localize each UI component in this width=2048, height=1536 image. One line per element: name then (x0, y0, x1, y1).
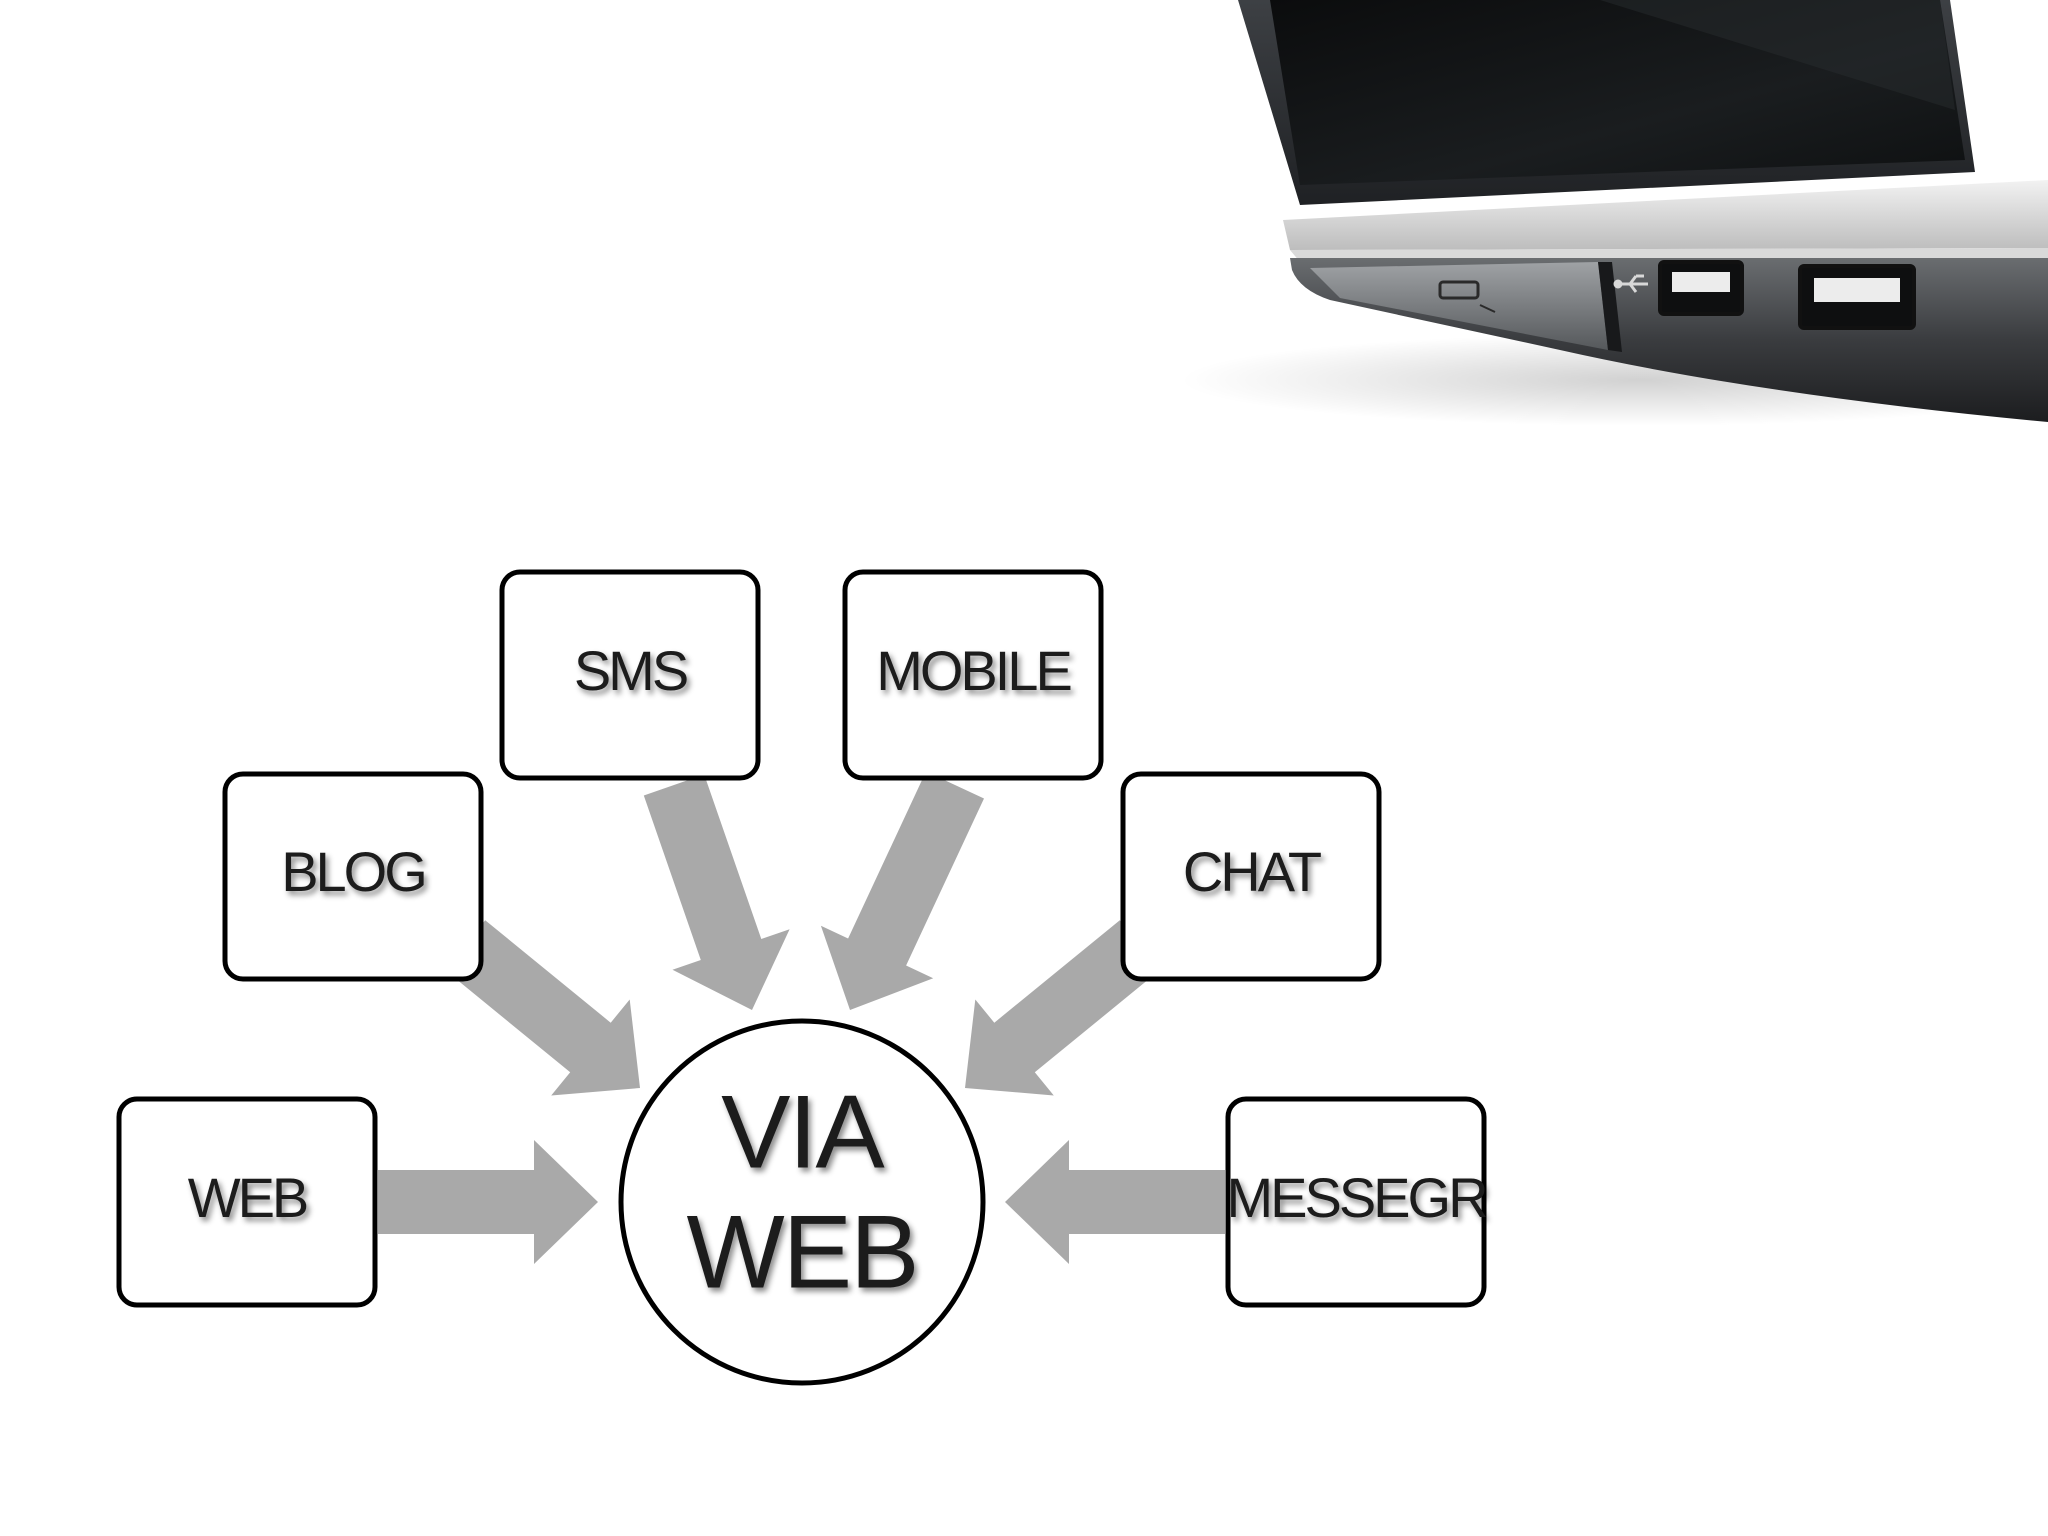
node-sms: SMS (499, 569, 761, 781)
center-node: VIA WEB (618, 1018, 986, 1386)
node-box (842, 569, 1104, 781)
arrow-chat-to-center (965, 920, 1161, 1096)
node-web: WEB (116, 1096, 378, 1308)
node-label-sms: SMS (574, 639, 687, 702)
node-box (1120, 771, 1382, 982)
arrow-web-to-center (378, 1140, 598, 1264)
node-label-messegr: MESSEGR (1226, 1166, 1486, 1229)
arrow-messegr-to-center (1005, 1140, 1225, 1264)
arrow-sms-to-center (643, 774, 790, 1010)
center-label-line2: WEB (687, 1194, 918, 1310)
node-label-web: WEB (188, 1166, 307, 1229)
node-box (116, 1096, 378, 1308)
arrow-blog-to-center (444, 920, 640, 1096)
node-label-mobile: MOBILE (876, 639, 1070, 702)
node-messegr: MESSEGR (1225, 1096, 1489, 1308)
node-box (1225, 1096, 1487, 1308)
node-mobile: MOBILE (842, 569, 1104, 781)
node-label-chat: CHAT (1183, 840, 1321, 903)
node-box (499, 569, 761, 781)
node-chat: CHAT (1120, 771, 1382, 982)
node-blog: BLOG (222, 771, 484, 982)
node-box (222, 771, 484, 982)
laptop-photo (1180, 0, 2048, 426)
node-label-blog: BLOG (281, 840, 425, 903)
usb-icon (1613, 274, 1648, 293)
arrow-mobile-to-center (820, 771, 984, 1010)
center-circle (618, 1018, 986, 1386)
center-label-line1: VIA (721, 1074, 885, 1190)
arrow-layer (378, 771, 1225, 1264)
